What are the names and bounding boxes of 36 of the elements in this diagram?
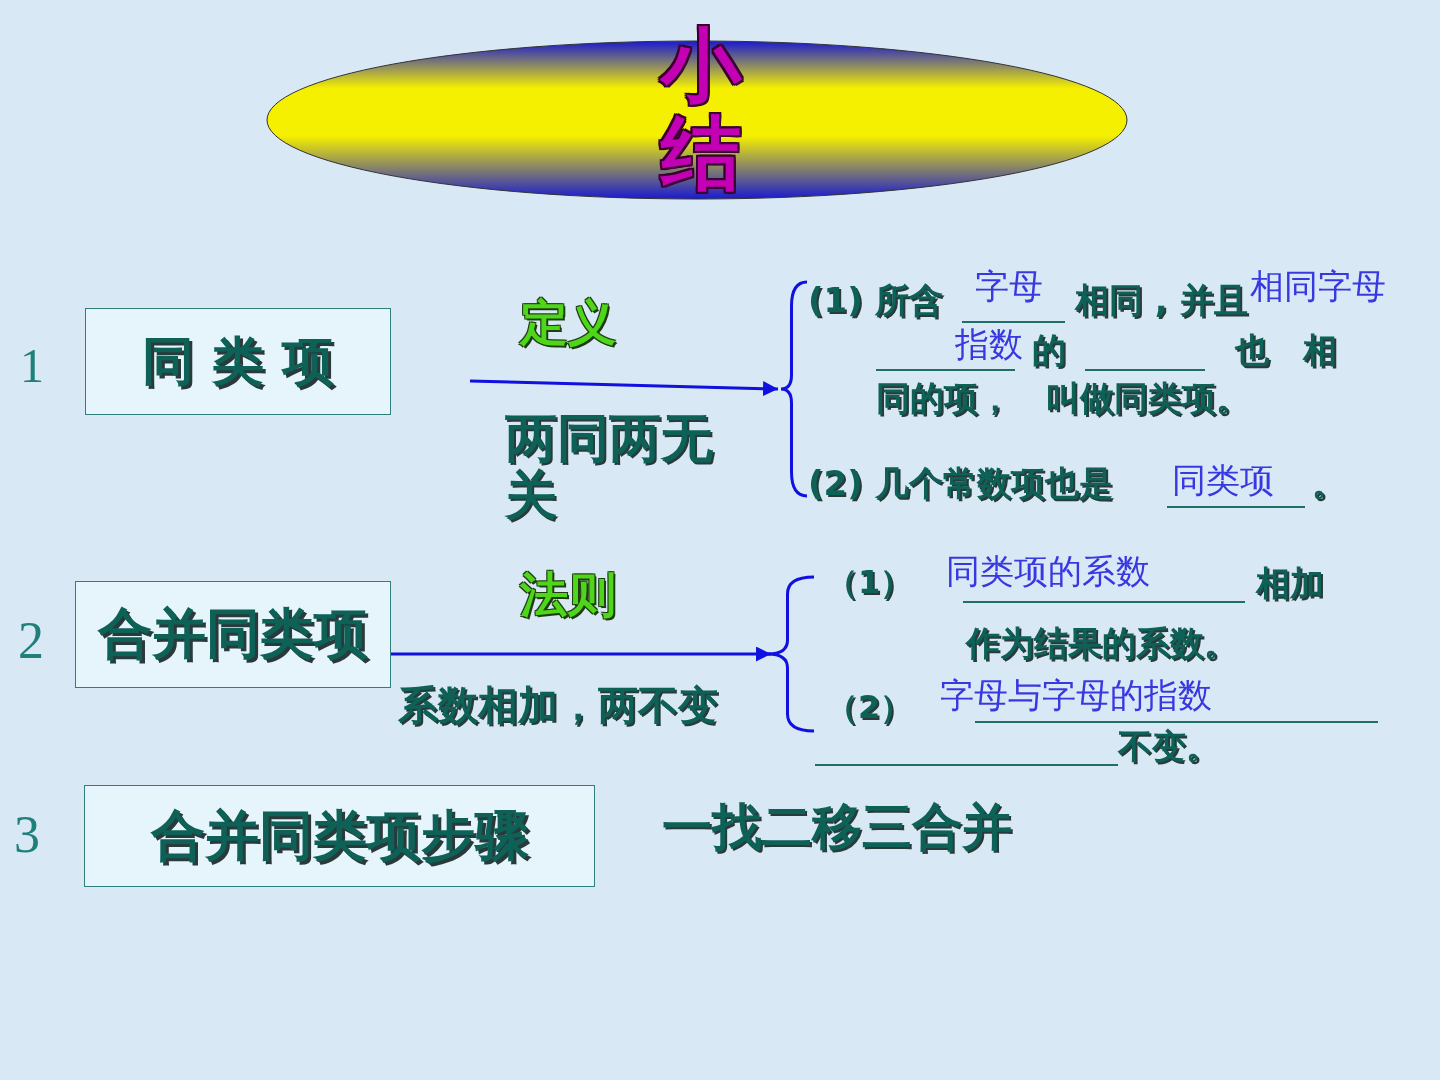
answer-text: 相同字母 (1250, 268, 1386, 306)
topic-text: 合并同类项 (98, 601, 368, 667)
answer-text: 指数 (955, 326, 1023, 364)
topic-text: 合并同类项步骤 (150, 802, 529, 869)
statement-text: 相同 , 并且 (1075, 282, 1248, 320)
answer-text: 同类项的系数 (946, 553, 1150, 591)
arrow (391, 646, 771, 662)
statement-text: 相加 (1256, 565, 1324, 603)
statement-text: 同的项， 叫做同类项。 (876, 380, 1250, 418)
row-number: 2 (18, 612, 44, 670)
statement-text: (2) 几个常数项也是 (808, 465, 1113, 503)
summary-text: 两同两无关 (505, 410, 714, 525)
row-number: 1 (20, 340, 44, 393)
answer-text: 字母 (975, 268, 1043, 306)
topic-text: 同 类 项 (141, 329, 335, 393)
row-number: 3 (14, 806, 40, 864)
topic-box (84, 785, 595, 887)
heading-text: 定义 (520, 296, 616, 349)
statement-text: 也 相 (1235, 332, 1337, 370)
answer-text: 字母与字母的指数 (940, 677, 1212, 715)
statement-text: 不变。 (1118, 728, 1220, 766)
curly-brace (778, 280, 808, 498)
heading-text: 法则 (520, 568, 616, 621)
statement-text: （2） (826, 690, 913, 726)
statement-text: 。 (1312, 465, 1346, 503)
summary-text: 系数相加，两不变 (398, 683, 718, 727)
statement-text: (1) 所含 (808, 282, 943, 320)
topic-box (75, 581, 391, 688)
arrow (469, 379, 779, 397)
summary-text: 一找二移三合并 (662, 800, 1012, 855)
curly-brace (765, 575, 815, 733)
topic-box (85, 308, 391, 415)
statement-text: 的 (1032, 332, 1066, 370)
answer-text: 同类项 (1172, 462, 1274, 500)
statement-text: 作为结果的系数。 (966, 625, 1238, 663)
statement-text: （1） (826, 565, 913, 601)
